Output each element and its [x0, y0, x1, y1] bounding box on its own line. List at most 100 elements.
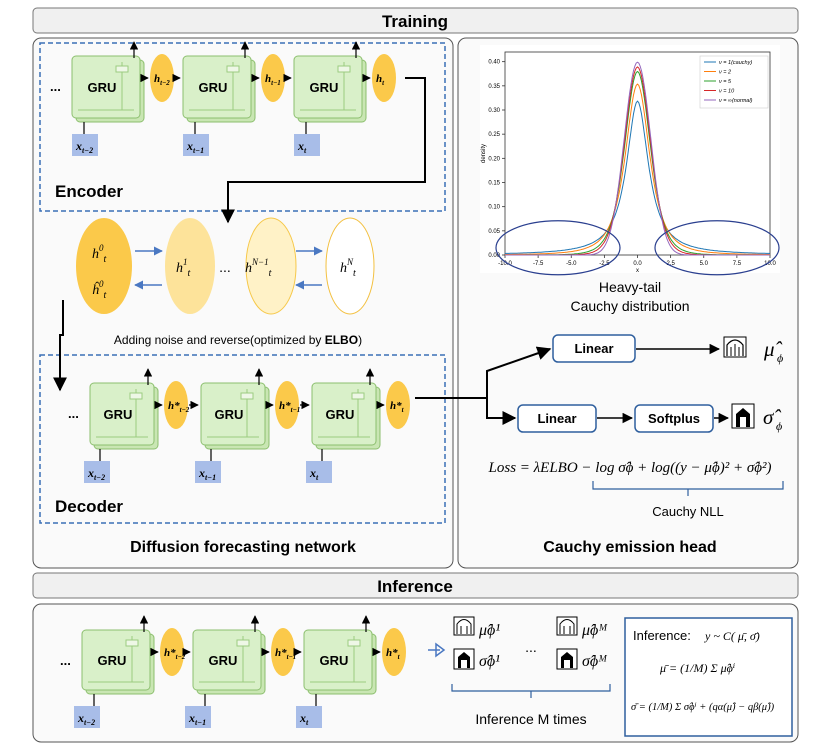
input-x: xt: [296, 706, 322, 728]
gru-label: GRU: [310, 80, 339, 95]
hidden-label: ht−1: [265, 73, 281, 87]
encoder-label: Encoder: [55, 182, 123, 201]
gru-cell: GRU: [311, 382, 381, 450]
hidden-state: h*t: [382, 628, 406, 676]
left-tail-ellipse: [495, 220, 621, 276]
y-tick-label: 0.20: [488, 156, 500, 162]
hidden-state: ht−2: [150, 54, 174, 102]
inference-formula-title: Inference:: [633, 628, 691, 643]
y-tick-label: 0.05: [488, 229, 500, 235]
chain-ellipsis: ...: [50, 79, 61, 94]
y-tick-label: 0.35: [488, 84, 500, 90]
diffusion-node-h0: [76, 218, 132, 314]
diffusion-node-label: h0t: [92, 243, 107, 265]
head-arrow-bottom: [486, 398, 517, 425]
input-label: xt−1: [198, 466, 216, 482]
gru-cell: GRU: [182, 55, 256, 123]
hidden-state: h*t−2: [160, 628, 186, 676]
linear-mu-label: Linear: [574, 341, 613, 356]
decoder-box: [39, 354, 446, 524]
y-tick-label: 0.10: [488, 205, 500, 211]
emission-head-title: Cauchy emission head: [543, 539, 716, 556]
mu-sample-last: μ̂ϕᴹ: [581, 622, 608, 639]
y-tick-label: 0.30: [488, 108, 500, 114]
linear-sigma-label: Linear: [537, 411, 576, 426]
softplus-label: Softplus: [648, 411, 700, 426]
legend-entry: ν = 10: [719, 89, 735, 95]
hidden-label: h*t: [386, 647, 401, 661]
legend-entry: ν = 2: [719, 70, 731, 76]
gru-label: GRU: [215, 407, 244, 422]
gru-label: GRU: [98, 653, 127, 668]
diffusion-node-label: hN−1t: [245, 257, 272, 279]
gru-cell: GRU: [71, 55, 145, 123]
mu-hat-subscript: ϕ: [777, 351, 783, 365]
hidden-state: ht: [372, 54, 396, 102]
x-tick-label: 7.5: [733, 261, 742, 267]
sigma-sample-first: σ̂ϕ¹: [479, 653, 500, 670]
sigma-hat-subscript: ϕ: [776, 419, 782, 433]
inference-samples: μ̂ϕ¹ σ̂ϕ¹ ... μ̂ϕᴹ σ̂ϕᴹ Inference M time…: [428, 616, 611, 727]
diffusion-hat-label: ĥ0t: [92, 279, 107, 301]
x-tick-label: 0.0: [633, 261, 642, 267]
training-banner: [32, 7, 799, 34]
input-x: xt−1: [185, 706, 211, 728]
diffusion-to-decoder-arrow: [53, 300, 67, 392]
input-label: xt−2: [77, 711, 95, 727]
cauchy-nll-label: Cauchy NLL: [652, 504, 724, 519]
y-tick-label: 0.15: [488, 181, 500, 187]
gru-cell: GRU: [89, 382, 159, 450]
mu-sample-icon-first: [453, 616, 475, 636]
x-tick-label: 10.0: [764, 261, 776, 267]
diffusion-network-title: Diffusion forecasting network: [130, 539, 356, 556]
gru-label: GRU: [199, 80, 228, 95]
legend-entry: ν = 1(cauchy): [719, 60, 752, 66]
chain-ellipsis: ...: [68, 406, 79, 421]
input-x: xt: [306, 461, 332, 483]
diffusion-node-label: h1t: [176, 257, 191, 279]
input-label: xt−1: [188, 711, 206, 727]
inference-distribution: y ~ C( μ̄, σ̄): [704, 629, 760, 643]
y-tick-label: 0.40: [488, 60, 500, 66]
x-tick-label: -2.5: [599, 261, 610, 267]
samples-ellipsis: ...: [525, 639, 537, 655]
diffusion-node-label: hNt: [340, 257, 356, 279]
gru-label: GRU: [104, 407, 133, 422]
chart-caption-cauchy: Cauchy distribution: [570, 298, 689, 314]
input-label: xt−2: [75, 139, 93, 155]
diffusion-labels: h0t h1t hN−1t hNt ĥ0t: [92, 243, 356, 301]
decoder-label: Decoder: [55, 497, 123, 516]
emission-head: Linear Linear Softplus μ̂ ϕ σ̂ ϕ Loss = …: [415, 334, 784, 519]
hidden-state: h*t: [386, 381, 410, 429]
input-label: xt: [299, 711, 309, 727]
inference-formula-box: [624, 617, 793, 737]
gru-cell: GRU: [192, 629, 266, 695]
chart-legend: ν = 1(cauchy)ν = 2ν = 5ν = 10ν = ∞(norma…: [699, 55, 769, 109]
input-x: xt−2: [84, 461, 110, 483]
y-tick-label: 0.00: [488, 253, 500, 259]
encoder-to-diffusion-arrow: [221, 77, 426, 224]
legend-entry: ν = 5: [719, 79, 732, 85]
series-line: [504, 100, 771, 254]
hidden-label: h*t−2: [168, 400, 190, 414]
right-tail-ellipse: [654, 220, 780, 276]
gru-cell: GRU: [303, 629, 377, 695]
softplus-box: [634, 404, 714, 433]
hidden-state: h*t−2: [164, 381, 190, 429]
sigma-sample-icon-last: [556, 648, 578, 670]
hidden-state: h*t−1: [275, 381, 300, 429]
x-tick-label: 2.5: [666, 261, 675, 267]
diffusion-caption: Adding noise and reverse(optimized by EL…: [114, 333, 362, 347]
input-label: xt: [309, 466, 319, 482]
x-tick-label: 5.0: [700, 261, 709, 267]
diffusion-ellipsis: ...: [219, 259, 231, 275]
mu-sample-first: μ̂ϕ¹: [478, 622, 500, 639]
gru-label: GRU: [326, 407, 355, 422]
hidden-label: h*t−1: [279, 400, 300, 414]
gru-label: GRU: [88, 80, 117, 95]
diffusion-node-hN: [325, 217, 375, 315]
